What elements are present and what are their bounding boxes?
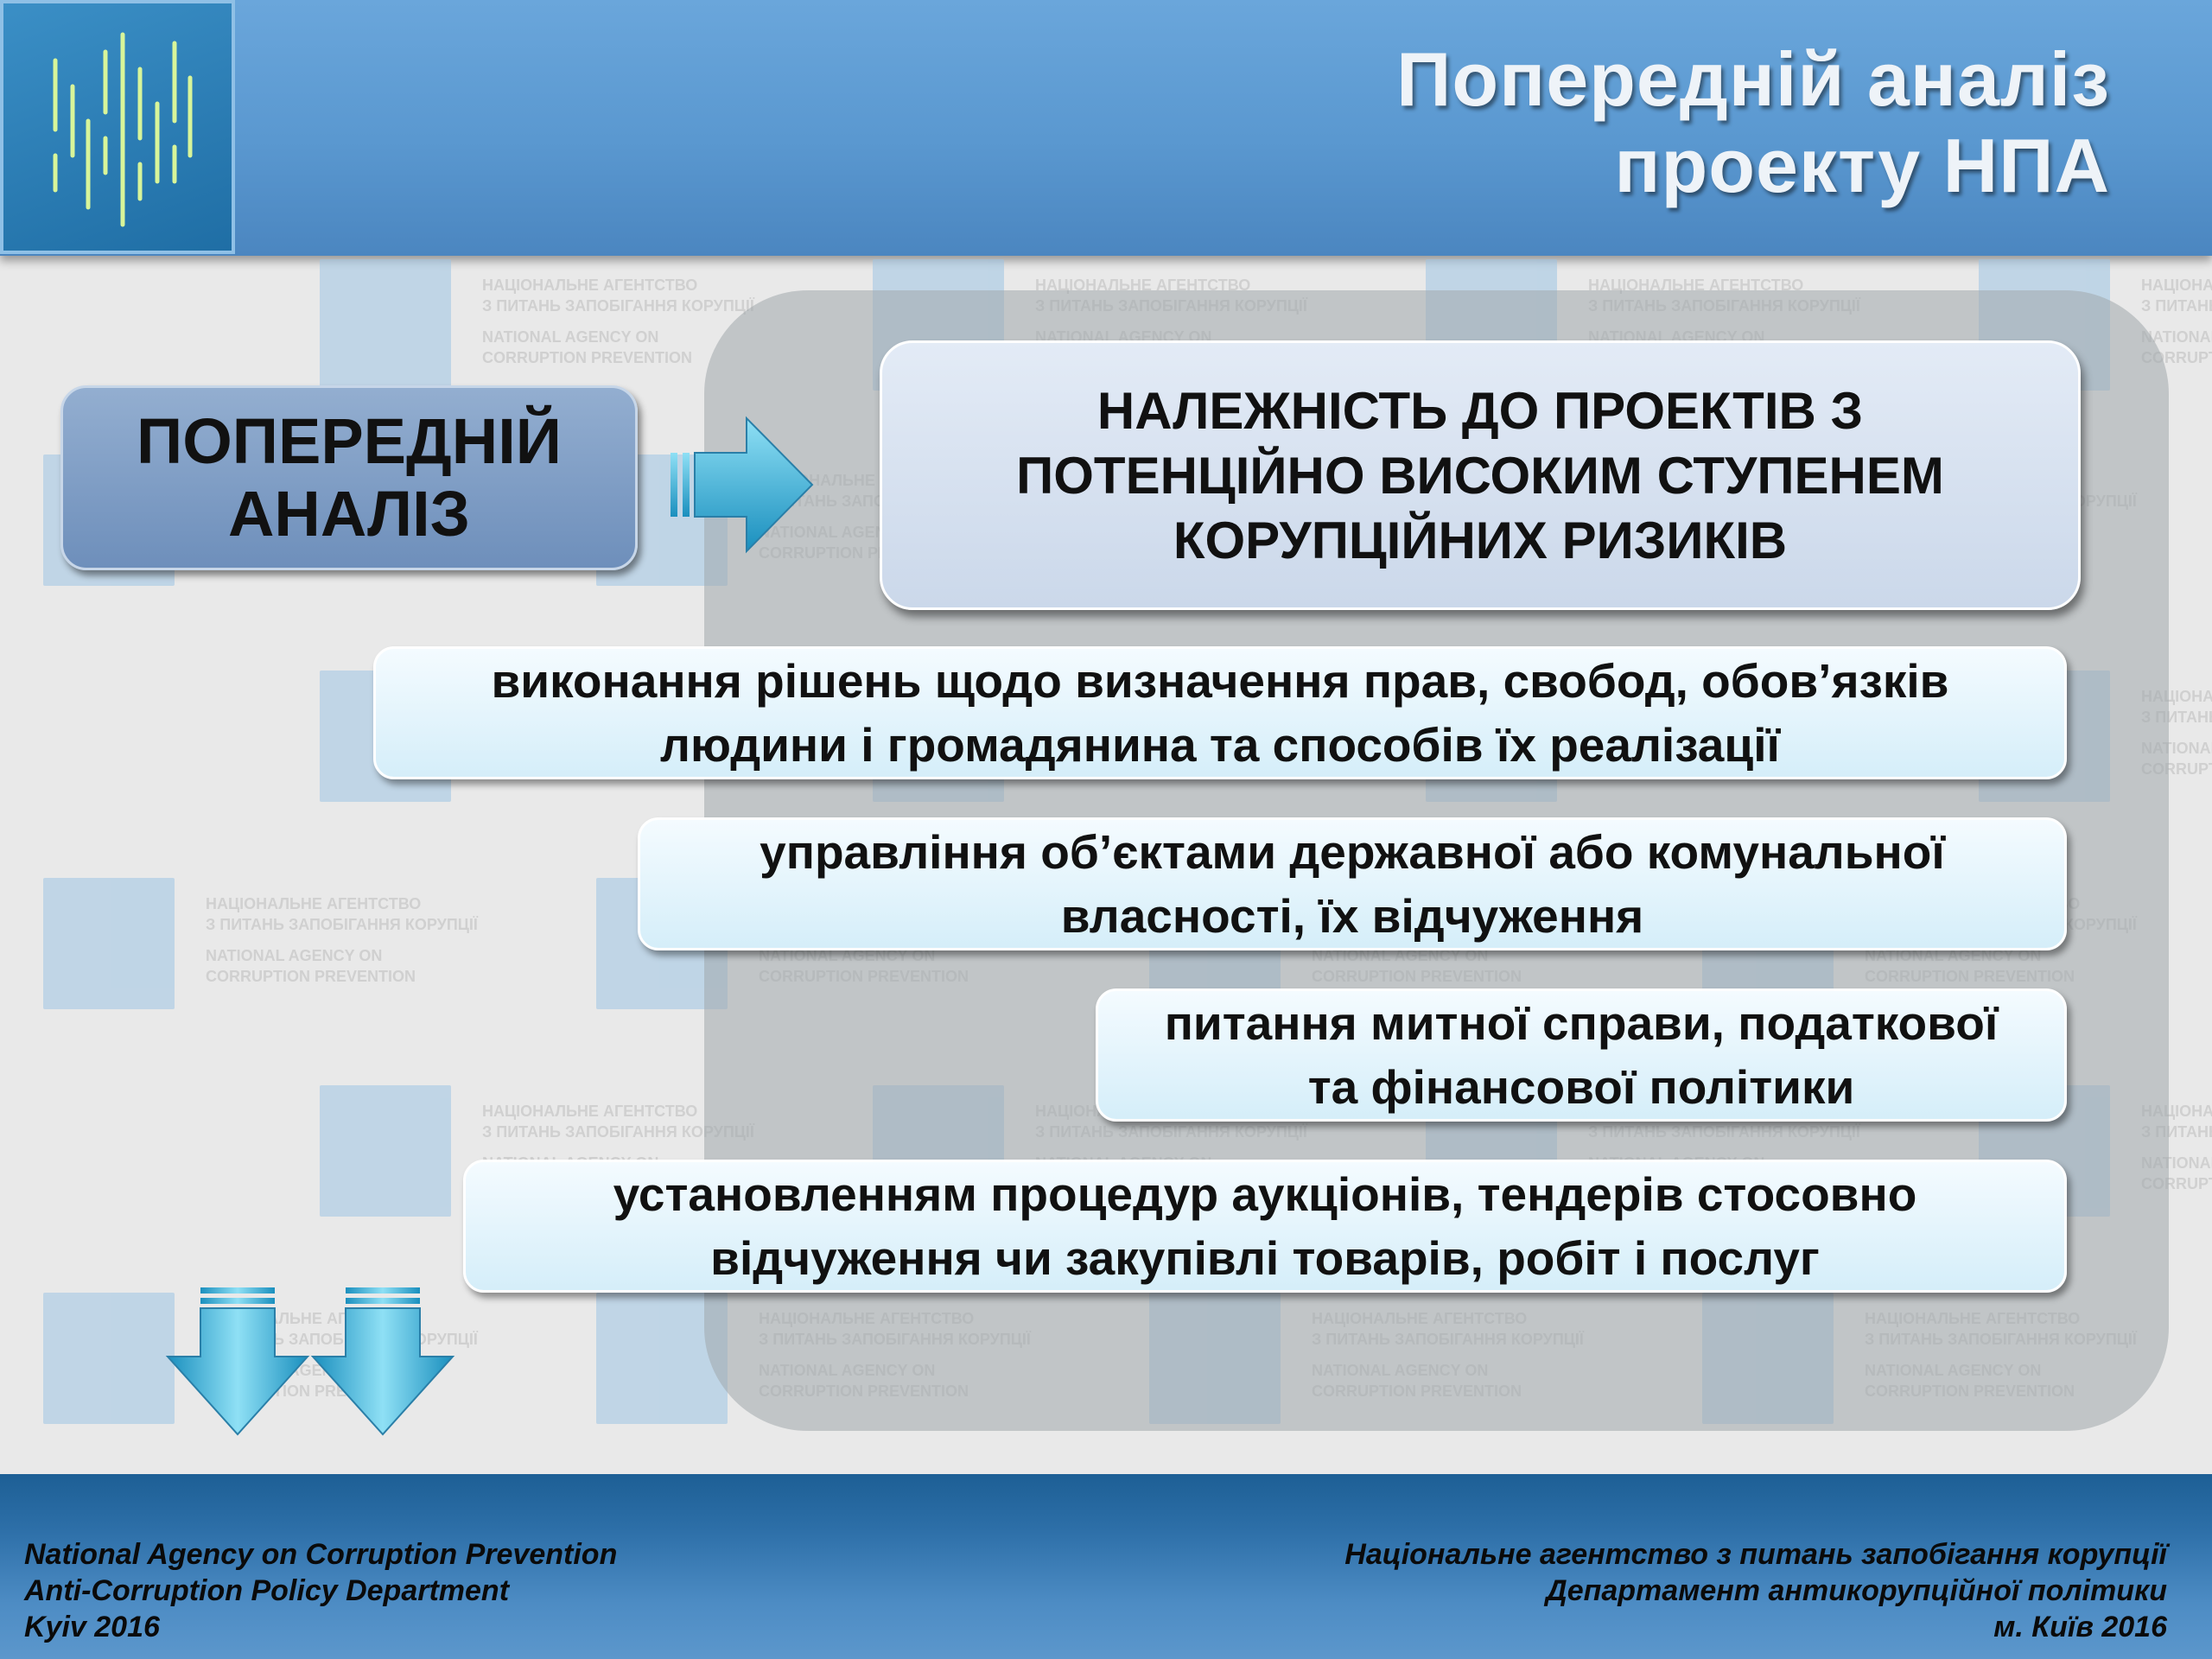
down-arrow-icon [310,1287,455,1436]
title-line-1: Попередній аналіз [1396,36,2110,122]
header-bar: Попередній аналіз проекту НПА [0,0,2212,256]
prelim-line-2: АНАЛІЗ [227,478,471,550]
watermark-logo-icon [43,1293,175,1424]
watermark-text-line: НАЦІОНАЛЬНЕ АГЕНТСТВО [206,895,422,912]
prelim-line-1: ПОПЕРЕДНІЙ [137,405,562,477]
high-risk-criteria-box: НАЛЕЖНІСТЬ ДО ПРОЕКТІВ З ПОТЕНЦІЙНО ВИСО… [880,340,2081,610]
watermark-text-line: З ПИТАНЬ ЗАПОБІГАННЯ КОРУПЦІЇ [482,297,754,315]
watermark-text: НАЦІОНАЛЬНЕ АГЕНТСТВО З ПИТАНЬ ЗАПОБІГАНН… [482,275,754,368]
watermark-tile: НАЦІОНАЛЬНЕ АГЕНТСТВО З ПИТАНЬ ЗАПОБІГАНН… [320,259,873,467]
watermark-text-line: NATIONAL AGENCY ON [2141,328,2212,346]
right-arrow-icon [671,416,814,554]
watermark-text-line: НАЦІОНАЛЬНЕ АГЕНТСТВО [1588,276,1804,294]
footer-department-en: Anti-Corruption Policy Department [24,1574,510,1607]
footer-org-name-ua: Національне агентство з питань запобіган… [1344,1538,2167,1571]
footer-right-block: Національне агентство з питань запобіган… [1344,1536,2167,1645]
item-text: та фінансової політики [1307,1060,1855,1114]
item-text: управління об’єктами державної або комун… [760,825,1945,879]
down-arrow-icon [165,1287,310,1436]
list-item: управління об’єктами державної або комун… [638,817,2067,950]
watermark-text-line: З ПИТАНЬ ЗАПОБІГАННЯ КОРУПЦІЇ [2141,297,2212,315]
list-item: виконання рішень щодо визначення прав, с… [373,646,2067,779]
list-item: установленням процедур аукціонів, тендер… [463,1160,2067,1293]
page-title: Попередній аналіз проекту НПА [1396,36,2110,209]
watermark-tile: НАЦІОНАЛЬНЕ АГЕНТСТВО З ПИТАНЬ ЗАПОБІГАНН… [43,878,596,1085]
footer-left-block: National Agency on Corruption Prevention… [24,1536,617,1645]
item-text: установленням процедур аукціонів, тендер… [613,1167,1917,1221]
item-text: людини і громадянина та способів їх реал… [660,718,1780,772]
criteria-line-1: НАЛЕЖНІСТЬ ДО ПРОЕКТІВ З [1096,381,1864,440]
list-item: питання митної справи, податкової та фін… [1096,988,2067,1122]
watermark-text-line: НАЦІОНАЛЬНЕ АГЕНТСТВО [482,1103,698,1120]
watermark-text-line: З ПИТАНЬ ЗАПОБІГАННЯ КОРУПЦІЇ [482,1123,754,1141]
watermark-text-line: NATIONAL AGENCY ON [206,947,383,964]
watermark-logo-icon [320,259,451,391]
watermark-text: НАЦІОНАЛЬНЕ АГЕНТСТВО З ПИТАНЬ ЗАПОБІГАНН… [206,893,478,987]
logo [0,0,235,254]
watermark-text-line: NATIONAL AGENCY ON [482,328,659,346]
criteria-line-2: ПОТЕНЦІЙНО ВИСОКИМ СТУПЕНЕМ [1016,446,1944,505]
footer-place-date-en: Kyiv 2016 [24,1611,160,1643]
watermark-text-line: CORRUPTION PREVENTION [482,349,693,366]
item-text: власності, їх відчуження [1060,889,1644,943]
watermark-logo-icon [320,1085,451,1217]
footer-department-ua: Департамент антикорупційної політики [1546,1574,2167,1607]
criteria-line-3: КОРУПЦІЙНИХ РИЗИКІВ [1173,511,1788,569]
footer-bar: National Agency on Corruption Prevention… [0,1474,2212,1659]
item-text: виконання рішень щодо визначення прав, с… [491,654,1949,708]
watermark-text-line: НАЦІОНАЛЬНЕ АГЕНТСТВО [1035,276,1251,294]
watermark-text-line: НАЦІОНАЛЬНЕ АГЕНТСТВО [482,276,698,294]
nacp-logo-icon [53,32,193,227]
watermark-text-line: CORRUPTION PREVENTION [206,968,416,985]
watermark-text-line: З ПИТАНЬ ЗАПОБІГАННЯ КОРУПЦІЇ [206,916,478,933]
watermark-logo-icon [43,878,175,1009]
footer-place-date-ua: м. Київ 2016 [1993,1611,2167,1643]
preliminary-analysis-box: ПОПЕРЕДНІЙ АНАЛІЗ [60,385,638,570]
title-line-2: проекту НПА [1614,123,2110,208]
item-text: питання митної справи, податкової [1164,996,1999,1050]
footer-org-name-en: National Agency on Corruption Prevention [24,1538,618,1571]
item-text: відчуження чи закупівлі товарів, робіт і… [710,1231,1820,1285]
watermark-text-line: НАЦІОНАЛЬНЕ АГЕНТСТВО [2141,276,2212,294]
